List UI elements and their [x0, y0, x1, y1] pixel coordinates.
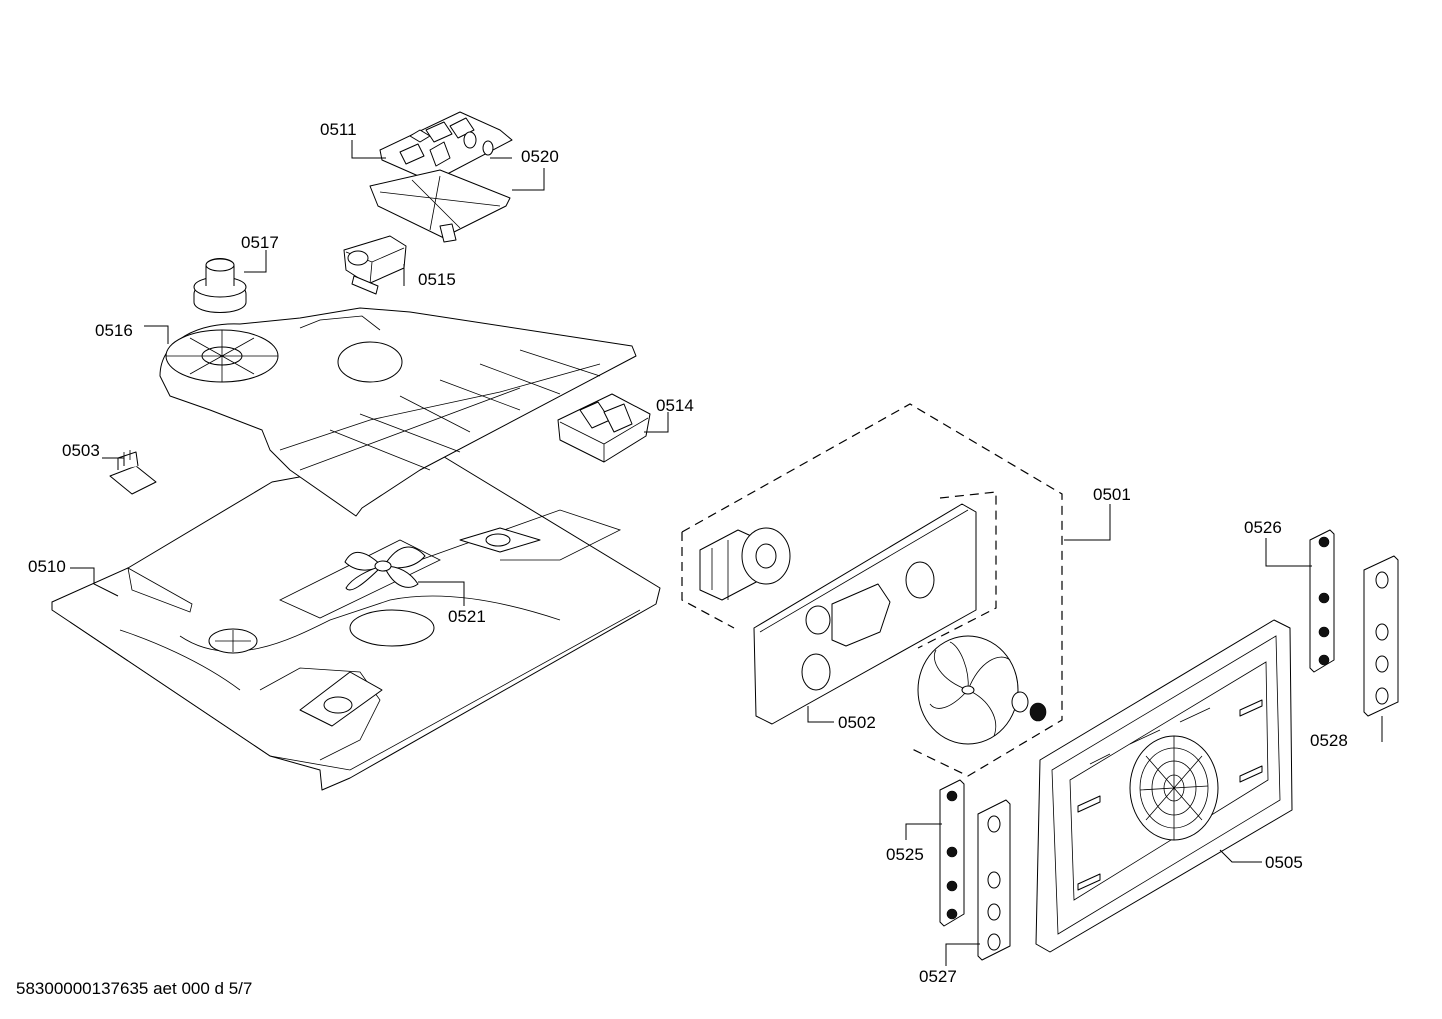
label-0515: 0515 [418, 270, 456, 289]
part-0520-bracket [369, 169, 511, 243]
label-0516: 0516 [95, 321, 133, 340]
part-0501-fan-assembly-group [681, 403, 1063, 777]
label-0517: 0517 [241, 233, 279, 252]
label-0520: 0520 [521, 147, 559, 166]
part-0517-motor [193, 258, 247, 313]
part-0503-thermostat [109, 450, 157, 495]
label-0527: 0527 [919, 967, 957, 986]
part-0515-motor-unit [343, 235, 407, 295]
label-0511: 0511 [320, 120, 357, 139]
label-0505: 0505 [1265, 853, 1303, 872]
part-0521-fan-blade [344, 546, 426, 591]
part-0526-side-rail [1309, 529, 1335, 673]
label-0514: 0514 [656, 396, 694, 415]
label-0503: 0503 [62, 441, 100, 460]
label-0501: 0501 [1093, 485, 1131, 504]
part-0511-control-board [379, 111, 513, 183]
label-0521: 0521 [448, 607, 486, 626]
part-fan-wheel [917, 635, 1047, 745]
label-0510: 0510 [28, 557, 66, 576]
part-0525-side-rail [939, 779, 965, 927]
label-0525: 0525 [886, 845, 924, 864]
callout-labels: 0511 0520 0517 0515 0516 0514 0503 0501 … [28, 120, 1348, 986]
part-0510-base-plate [51, 451, 661, 791]
label-0528: 0528 [1310, 731, 1348, 750]
part-0502-back-plate [753, 503, 977, 725]
label-0502: 0502 [838, 713, 876, 732]
leader-lines [70, 140, 1383, 966]
label-0526: 0526 [1244, 518, 1282, 537]
fan-motor [699, 527, 791, 601]
part-0514-relay-module [557, 393, 651, 463]
part-0527-side-rail [977, 799, 1011, 961]
part-0516-fan-cover [159, 307, 637, 517]
part-0505-back-panel [1035, 619, 1293, 953]
part-0528-side-rail [1363, 555, 1399, 717]
document-reference: 58300000137635 aet 000 d 5/7 [16, 979, 253, 998]
